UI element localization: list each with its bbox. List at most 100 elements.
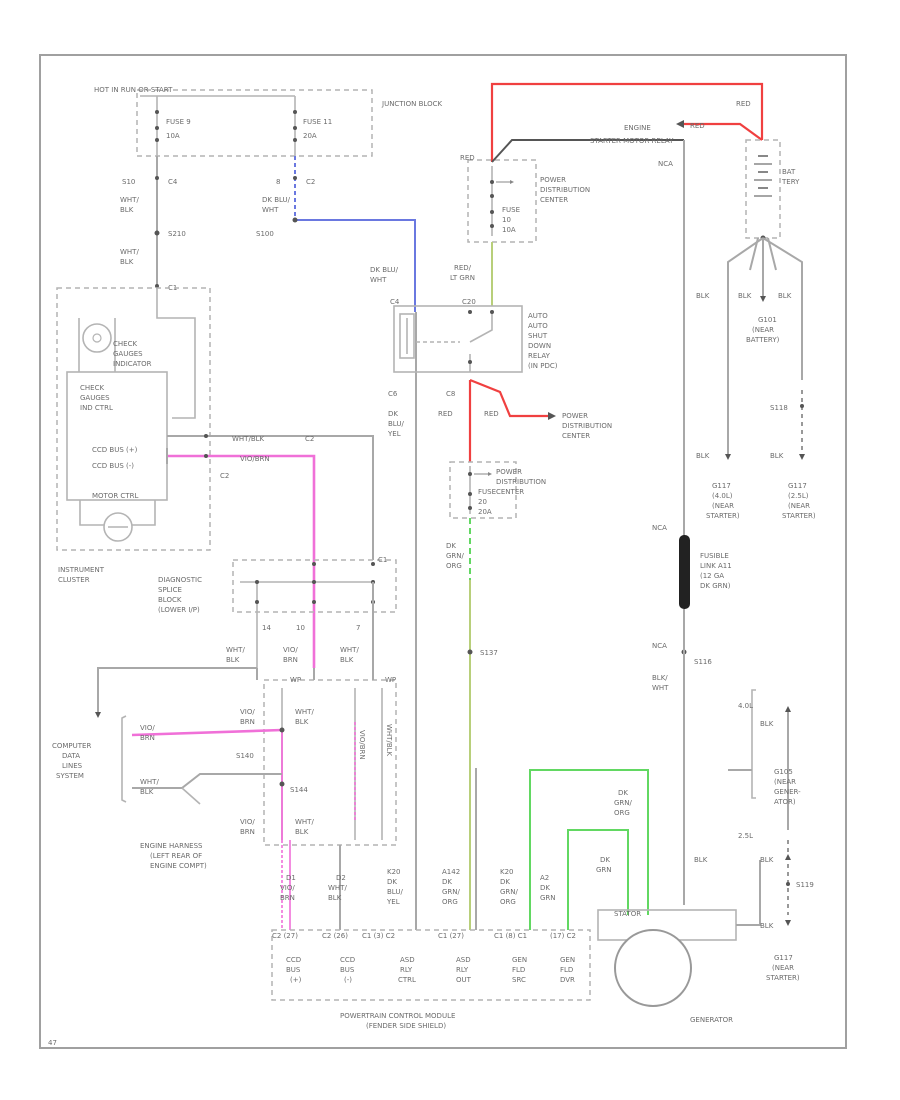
ccd-bus-minus-label: CCD BUS (-) xyxy=(92,462,134,470)
check-gauges-indicator-3: INDICATOR xyxy=(113,360,152,368)
red-top-label: RED xyxy=(460,154,475,162)
c4-label: C4 xyxy=(168,178,178,186)
pcm-f1-2: BUS xyxy=(286,966,301,974)
pcm-f1-1: CCD xyxy=(286,956,301,964)
instrument-cluster-label-1: INSTRUMENT xyxy=(58,566,105,574)
asd-relay-label-5: RELAY xyxy=(528,352,551,360)
pcm-d2-2: WHT/ xyxy=(328,884,347,892)
pcm-f2-1: CCD xyxy=(340,956,355,964)
diagnostic-splice-block: DIAGNOSTIC SPLICE BLOCK (LOWER I/P) C1 1… xyxy=(158,556,397,668)
pcm-a2-1: A2 xyxy=(540,874,549,882)
fuse-pdc-label-3: 10A xyxy=(502,226,516,234)
pcm-k20-3: BLU/ xyxy=(387,888,403,896)
engine-harness-label-2: (LEFT REAR OF xyxy=(150,852,202,860)
pdc-fuse-20: POWER DISTRIBUTION CENTER FUSE 20 20A DK… xyxy=(446,461,546,657)
check-gauges-indicator-1: CHECK xyxy=(113,340,137,348)
blk-wht-label-1: BLK/ xyxy=(652,674,668,682)
jb-to-cluster-wire: S10 C4 WHT/ BLK S210 WHT/ BLK C1 xyxy=(120,156,186,292)
pdc-mid-label-2: DISTRIBUTION xyxy=(562,422,612,430)
generator-top-label: STATOR xyxy=(614,910,641,918)
fuse-9-amp: 10A xyxy=(166,132,180,140)
g117-l-label-2: (4.0L) xyxy=(712,492,733,500)
c4-num: S10 xyxy=(122,178,135,186)
battery: BAT TERY BLK BLK BLK G101 (NEAR BATTERY)… xyxy=(696,139,816,520)
dk-blu-yel-label-2: BLU/ xyxy=(388,420,404,428)
hot-run-start-label: HOT IN RUN OR START xyxy=(94,86,173,94)
blk-label-5: BLK xyxy=(770,452,784,460)
s137-label: S137 xyxy=(480,649,498,657)
pdc-mid-label-3: CENTER xyxy=(562,432,590,440)
pcm-f5-1: GEN xyxy=(512,956,527,964)
red-mid-label-1: RED xyxy=(438,410,453,418)
vio-brn-h2-1: VIO/ xyxy=(240,818,255,826)
pcm-f5-3: SRC xyxy=(512,976,526,984)
blk-label-2: BLK xyxy=(738,292,752,300)
c4-relay-label: C4 xyxy=(390,298,400,306)
pcm-f3-1: ASD xyxy=(400,956,415,964)
check-gauges-ctrl-2: GAUGES xyxy=(80,394,110,402)
motor-ctrl-label: MOTOR CTRL xyxy=(92,492,138,500)
g117-r-label-3: (NEAR xyxy=(788,502,810,510)
generator: STATOR GENERATOR DK GRN/ ORG DK GRN BLK xyxy=(596,789,761,1024)
wht-blk-h1-2: BLK xyxy=(295,718,309,726)
pcm-conn-5: C1 (8) C1 xyxy=(494,932,527,940)
l40-label: 4.0L xyxy=(738,702,753,710)
pcm-conn-6: (17) C2 xyxy=(550,932,576,940)
vio-brn-cdl-2: BRN xyxy=(140,734,155,742)
check-gauges-ctrl-1: CHECK xyxy=(80,384,104,392)
fuse-9-label: FUSE 9 xyxy=(166,118,191,126)
red-lt-grn-label-2: LT GRN xyxy=(450,274,475,282)
dk-blu-label-2: WHT xyxy=(262,206,279,214)
blk-g-label: BLK xyxy=(760,720,774,728)
s140-label: S140 xyxy=(236,752,254,760)
cdl-label-2: DATA xyxy=(62,752,80,760)
pcm-f6-2: FLD xyxy=(560,966,573,974)
asd-relay-label-3: SHUT xyxy=(528,332,548,340)
c1-top-label: C1 xyxy=(168,284,177,292)
dsb-14-label: 14 xyxy=(262,624,271,632)
dk-grn-org-label-3: ORG xyxy=(446,562,462,570)
nca-mid-label: NCA xyxy=(652,524,667,532)
dk-grn-gen-label-2: GRN/ xyxy=(614,799,633,807)
pdc-fuse-label-1: POWER xyxy=(496,468,522,476)
generator-label: GENERATOR xyxy=(690,1016,733,1024)
fusible-link: NCA FUSIBLE LINK A11 (12 GA DK GRN) NCA … xyxy=(652,524,732,905)
wht-blk-label-3: WHT/ xyxy=(120,248,139,256)
dk-blu-label-4: WHT xyxy=(370,276,387,284)
pcm-a142-1: A142 xyxy=(442,868,460,876)
g101-label-3: BATTERY) xyxy=(746,336,780,344)
asd-relay-label-6: (IN PDC) xyxy=(528,362,558,370)
wht-blk-dsb-3: WHT/ xyxy=(340,646,359,654)
c8-label: C8 xyxy=(446,390,455,398)
pcm-k20-4: YEL xyxy=(386,898,400,906)
fusible-label-1: FUSIBLE xyxy=(700,552,729,560)
dk-blu-label-1: DK BLU/ xyxy=(262,196,291,204)
blk-label-3: BLK xyxy=(778,292,792,300)
c2-num: 8 xyxy=(276,178,280,186)
dsb-7-label: 7 xyxy=(356,624,360,632)
pdc-fuse-label-3: CENTER xyxy=(496,488,524,496)
fuse-pdc-label-1: FUSE xyxy=(502,206,520,214)
blk-label-1: BLK xyxy=(696,292,710,300)
pdc-top-label-2: DISTRIBUTION xyxy=(540,186,590,194)
wht-blk-label-1: WHT/ xyxy=(120,196,139,204)
wht-blk-label-4: BLK xyxy=(120,258,134,266)
diag-label-4: (LOWER I/P) xyxy=(158,606,200,614)
pdc-mid-label-1: POWER xyxy=(562,412,588,420)
pcm-f3-3: CTRL xyxy=(398,976,416,984)
junction-block-label-1: JUNCTION BLOCK xyxy=(381,100,442,108)
fusible-label-4: DK GRN) xyxy=(700,582,731,590)
dsb-c1-label: C1 xyxy=(378,556,387,564)
vio-brn-cdl-1: VIO/ xyxy=(140,724,155,732)
dk-grn-gen-label-1: DK xyxy=(618,789,628,797)
pcm-f3-2: RLY xyxy=(400,966,413,974)
blk-g2-label: BLK xyxy=(760,856,774,864)
fuse-11-amp: 20A xyxy=(303,132,317,140)
pcm-d1-2: VIO/ xyxy=(280,884,295,892)
wp-right-label: WP xyxy=(385,676,396,684)
wht-blk-dsb-2: BLK xyxy=(226,656,240,664)
g117-b-label-3: STARTER) xyxy=(766,974,800,982)
asd-relay-label-4: DOWN xyxy=(528,342,551,350)
pcm-f4-1: ASD xyxy=(456,956,471,964)
g101-label-1: G101 xyxy=(758,316,777,324)
